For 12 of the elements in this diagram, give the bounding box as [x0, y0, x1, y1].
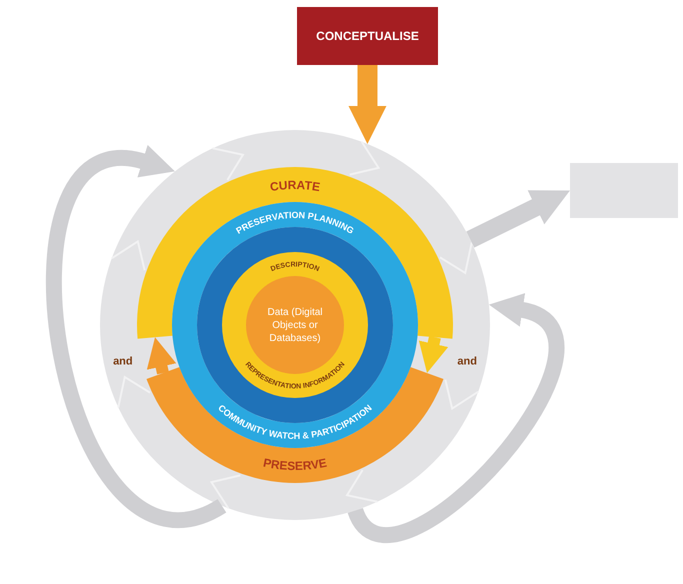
curved-arrow: [348, 294, 564, 543]
center-label: Data (Digital Objects or Databases): [266, 306, 324, 344]
arrow: [348, 65, 386, 144]
ring-label: PRESERVE: [262, 456, 328, 474]
curved-arrow: [46, 144, 225, 528]
arrow: [418, 336, 448, 374]
edge-label: and: [108, 352, 137, 369]
arrow: [466, 190, 570, 248]
arrow: [146, 337, 176, 374]
ring-label: CURATE: [268, 178, 322, 194]
edge-label: and: [453, 352, 482, 369]
box-label: CONCEPTUALISE: [316, 29, 419, 43]
